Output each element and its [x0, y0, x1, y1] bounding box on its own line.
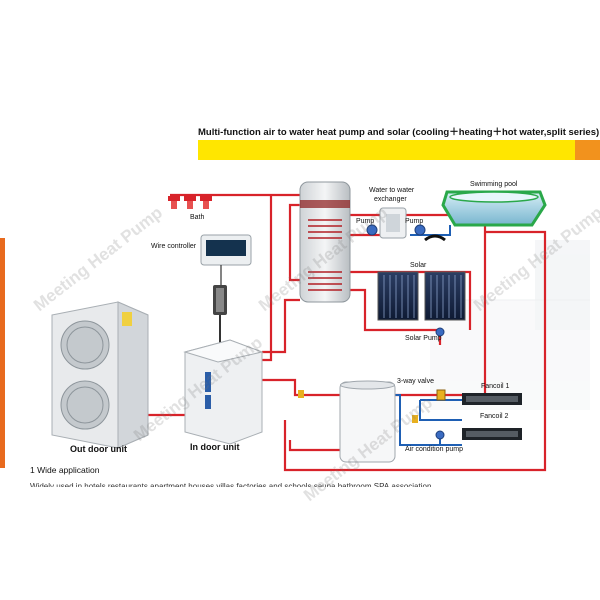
- fancoil-2-unit: [462, 428, 522, 440]
- pump-right: [414, 224, 426, 236]
- out-door-unit-label: Out door unit: [70, 444, 127, 454]
- pump-left-label: Pump: [356, 218, 375, 225]
- wire-controller-label: Wire controller: [151, 243, 197, 250]
- shower-head-1: [168, 196, 180, 209]
- pipe-ac-return: [288, 440, 340, 452]
- solar-collector-left: [377, 271, 419, 321]
- pool-connector: [424, 234, 446, 242]
- solar-label: Solar: [410, 262, 427, 269]
- pump-right-label: Pump: [405, 218, 424, 225]
- solar-collector-right: [424, 271, 466, 321]
- pipe-tank-loop: [288, 203, 300, 282]
- buffer-tank: [339, 380, 396, 463]
- indoor-unit-graphic: [183, 339, 264, 445]
- fancoil-1-unit: [462, 393, 522, 405]
- diagram-title: Multi-function air to water heat pump an…: [198, 127, 600, 138]
- pipe-bath-drop: [262, 195, 273, 362]
- bath-label: Bath: [190, 214, 205, 221]
- water-to-water-label: Water to water: [369, 187, 415, 194]
- hot-water-tank: [299, 181, 351, 303]
- pipe-cold-left: [395, 394, 462, 446]
- fancoil-1-label: Fancoil 1: [481, 383, 510, 390]
- air-condition-pump-label: Air condition pump: [405, 446, 463, 453]
- caption-body: Widely used in hotels,restaurants,apartm…: [30, 482, 432, 487]
- title-band-accent: [575, 140, 600, 160]
- pipe-pool-return: [410, 225, 451, 236]
- caption-heading: 1 Wide application: [30, 465, 100, 475]
- air-condition-pump: [435, 430, 445, 440]
- pipe-right-outer: [283, 230, 547, 472]
- bath-showers: [168, 196, 212, 209]
- pipe-cold-fancoil2: [419, 400, 462, 421]
- title-band: [198, 140, 575, 160]
- swimming-pool-graphic: [441, 190, 547, 227]
- water-to-water-exchanger: [379, 207, 407, 239]
- background-room: [430, 240, 590, 410]
- pump-left: [366, 224, 378, 236]
- pipe-indoor-up: [262, 298, 300, 354]
- valve-small-1: [298, 390, 304, 398]
- pipe-indoor-to-ac: [262, 378, 340, 397]
- fancoil-2-label: Fancoil 2: [480, 413, 509, 420]
- solar-pump: [435, 327, 445, 337]
- in-door-unit-label: In door unit: [190, 442, 240, 452]
- side-accent-bar: [0, 238, 5, 468]
- hot-water-pipes: [148, 193, 547, 472]
- signal-cable-connector: [213, 285, 227, 345]
- three-way-valve-label: 3-way valve: [397, 378, 434, 385]
- shower-head-3: [200, 196, 212, 209]
- outdoor-unit-graphic: [51, 301, 149, 449]
- swimming-pool-label: Swimming pool: [470, 181, 518, 188]
- wire-controller: [200, 234, 252, 285]
- solar-pump-label: Solar Pump: [405, 335, 442, 342]
- three-way-valve: [436, 389, 446, 401]
- valve-small-2: [412, 415, 418, 423]
- shower-head-2: [184, 196, 196, 209]
- exchanger-label: exchanger: [374, 196, 407, 203]
